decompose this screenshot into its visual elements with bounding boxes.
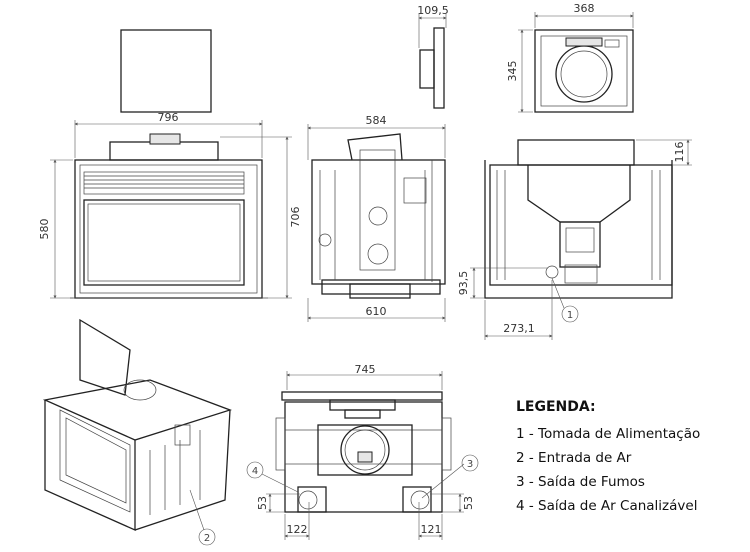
callout-1: 1 xyxy=(551,277,579,323)
callout-2: 2 xyxy=(189,489,216,546)
side-depth-bottom-dimension: 610 xyxy=(307,298,446,322)
legend-title: LEGENDA: xyxy=(516,399,596,415)
isometric-view xyxy=(42,318,232,532)
legend-item: 1 - Tomada de Alimentação xyxy=(516,426,701,442)
svg-text:745: 745 xyxy=(355,363,376,376)
rear-view xyxy=(484,139,673,299)
top-width-dimension: 368 xyxy=(534,2,634,28)
total-height-dimension: 706 xyxy=(220,136,302,299)
svg-text:53: 53 xyxy=(462,496,475,510)
bottom-right-height-dimension: 53 xyxy=(430,493,475,513)
svg-text:109,5: 109,5 xyxy=(417,4,449,17)
svg-text:116: 116 xyxy=(673,142,686,163)
rear-inlet-offset-dimension: 273,1 xyxy=(484,280,553,340)
front-view xyxy=(70,133,268,299)
svg-text:4: 4 xyxy=(252,466,258,477)
legend: LEGENDA: 1 - Tomada de Alimentação 2 - E… xyxy=(516,399,700,518)
svg-text:796: 796 xyxy=(158,111,179,124)
svg-text:122: 122 xyxy=(287,523,308,536)
bottom-width-dimension: 745 xyxy=(286,363,443,390)
svg-text:93,5: 93,5 xyxy=(457,271,470,296)
deflector-panel xyxy=(120,29,212,113)
legend-item: 3 - Saída de Fumos xyxy=(516,474,645,490)
svg-text:2: 2 xyxy=(204,533,210,544)
bottom-left-height-dimension: 53 xyxy=(256,493,300,513)
rear-collar-dimension: 116 xyxy=(636,139,692,166)
side-depth-top-dimension: 584 xyxy=(307,114,446,160)
top-depth-dimension: 345 xyxy=(506,29,533,113)
front-width-dimension: 796 xyxy=(74,111,263,158)
callout-4: 4 xyxy=(246,461,299,493)
callout-3: 3 xyxy=(421,454,479,499)
side-view xyxy=(311,133,446,299)
legend-item: 4 - Saída de Ar Canalizável xyxy=(516,498,698,514)
svg-text:706: 706 xyxy=(289,207,302,228)
bottom-view xyxy=(275,391,452,513)
svg-text:53: 53 xyxy=(256,496,269,510)
bottom-left-offset-dimension: 122 xyxy=(284,502,310,540)
front-height-dimension: 580 xyxy=(38,159,73,299)
top-view xyxy=(534,29,634,113)
bottom-right-offset-dimension: 121 xyxy=(418,502,443,540)
svg-text:368: 368 xyxy=(574,2,595,15)
svg-text:580: 580 xyxy=(38,219,51,240)
svg-text:3: 3 xyxy=(467,459,473,470)
rear-inlet-height-dimension: 93,5 xyxy=(457,267,548,299)
svg-text:610: 610 xyxy=(366,305,387,318)
svg-text:345: 345 xyxy=(506,61,519,82)
legend-item: 2 - Entrada de Ar xyxy=(516,450,632,466)
svg-text:1: 1 xyxy=(567,310,573,321)
svg-text:121: 121 xyxy=(421,523,442,536)
small-side-view: 109,5 xyxy=(417,4,449,109)
svg-text:584: 584 xyxy=(366,114,387,127)
svg-text:273,1: 273,1 xyxy=(503,322,535,335)
